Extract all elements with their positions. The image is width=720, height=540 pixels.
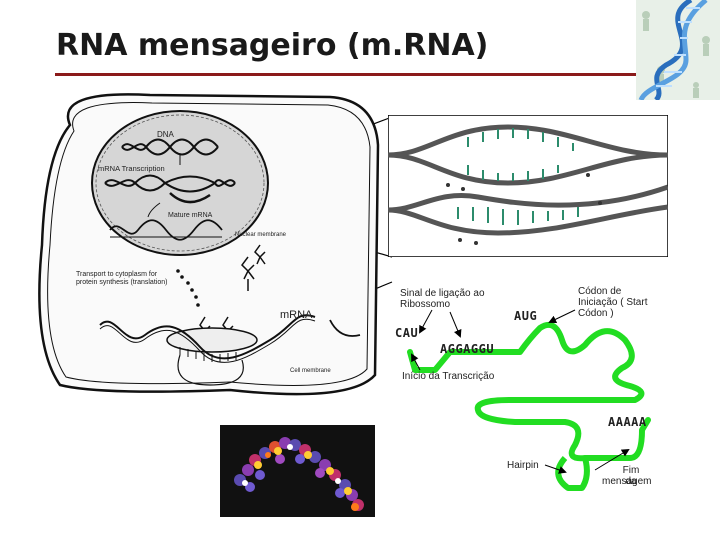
dna-helix-logo-icon [636, 0, 720, 100]
hairpin-label: Hairpin [507, 460, 539, 471]
transcription-label: mRNA Transcription [98, 164, 165, 173]
end-of-message-label-line2: mensagem [602, 476, 652, 487]
cell-membrane-label: Cell membrane [290, 368, 331, 374]
dna-label: DNA [157, 130, 174, 139]
seq-aggaggu: AGGAGGU [440, 342, 495, 356]
helix-zoom-panel [387, 114, 669, 258]
nucleus [91, 110, 269, 256]
seq-aug: AUG [514, 309, 538, 323]
title-rule [55, 73, 655, 76]
cell-diagram: DNA mRNA Transcription Mature mRNA Nucle… [30, 85, 390, 405]
slide-title: RNA mensageiro (m.RNA) [56, 28, 489, 63]
seq-cau: CAU [395, 326, 419, 340]
start-codon-label-line2: Iniciação ( Start [578, 297, 648, 308]
nuclear-membrane-label: Nuclear membrane [235, 232, 287, 238]
protein-molecule-image [220, 425, 375, 517]
mrna-strand [407, 322, 651, 462]
mature-mrna-label: Mature mRNA [168, 212, 213, 219]
poly-a-tail: AAAAA [608, 415, 647, 429]
end-of-message-label-line1: Fim da [622, 465, 640, 487]
start-codon-label-line3: Códon ) [578, 308, 614, 319]
ribosome-signal-label-line2: Ribossomo [400, 299, 451, 310]
start-codon-label-line1: Códon de [578, 286, 622, 297]
transport-label-line1: Transport to cytoplasm for [76, 271, 158, 278]
ribosome [166, 327, 258, 353]
cytoplasm-mrna-label: mRNA [280, 309, 313, 321]
transcription-start-label: Início da Transcrição [402, 371, 495, 382]
transport-label-line2: protein synthesis (translation) [76, 279, 168, 286]
mrna-structure-diagram: Sinal de ligação ao Ribossomo Códon de I… [390, 286, 670, 500]
ribosome-signal-label-line1: Sinal de ligação ao [400, 288, 485, 299]
